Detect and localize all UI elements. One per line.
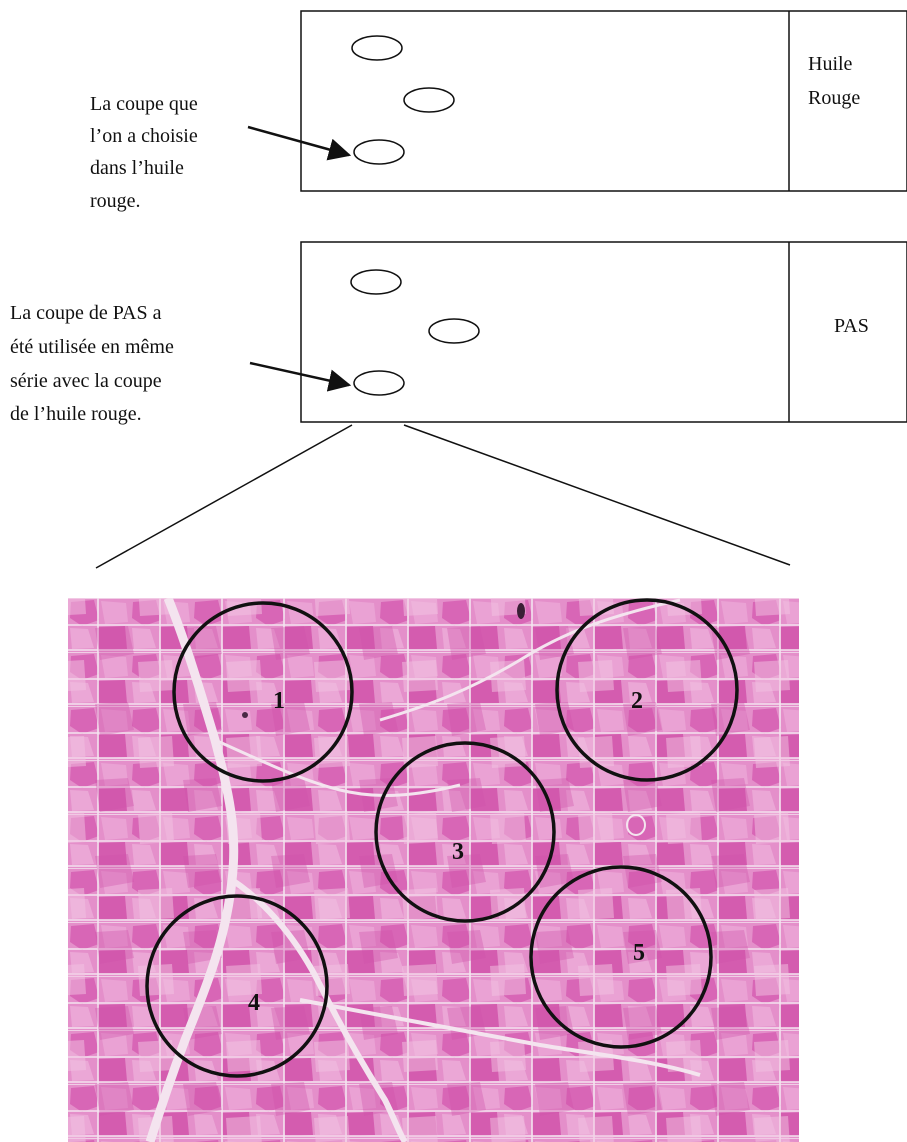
slide-frame — [300, 241, 907, 423]
artifact-spot — [517, 603, 525, 619]
tissue-section-oval-selected — [353, 370, 405, 396]
slide-side-label: Huile Rouge — [808, 53, 860, 109]
tissue-section-oval — [350, 269, 402, 295]
callout-line: de l’huile rouge. — [10, 403, 142, 425]
callout-line: dans l’huile — [90, 157, 184, 179]
slide-side-label-line: Huile — [808, 53, 853, 75]
region-1: 1 — [172, 601, 354, 783]
callout-arrow — [249, 361, 352, 392]
artifact-spot — [242, 712, 248, 718]
callout-huile-rouge: La coupe que l’on a choisie dans l’huile… — [90, 93, 352, 212]
connective-tissue-septum — [145, 598, 239, 1142]
callout-line: série avec la coupe — [10, 370, 162, 392]
region-3: 3 — [374, 741, 556, 923]
callout-line: La coupe que — [90, 93, 198, 115]
connective-tissue-septum — [379, 598, 681, 722]
slide-side-label-line: PAS — [834, 315, 869, 337]
tissue-section-oval-selected — [353, 139, 405, 165]
region-4: 4 — [145, 894, 329, 1078]
zoom-line-right — [403, 424, 791, 566]
slide-huile-rouge: Huile Rouge — [300, 10, 907, 192]
callout-pas: La coupe de PAS a été utilisée en même s… — [10, 302, 352, 425]
slide-pas: PAS — [300, 241, 907, 423]
callout-line: été utilisée en même — [10, 336, 174, 358]
slide-frame — [300, 10, 907, 192]
slide-side-label-line: Rouge — [808, 87, 860, 109]
connective-tissue-septum — [299, 998, 701, 1077]
region-circle — [145, 894, 329, 1078]
callout-arrow — [247, 125, 352, 161]
region-number: 2 — [631, 688, 643, 714]
region-number: 3 — [452, 839, 464, 865]
slide-side-label: PAS — [834, 315, 869, 337]
region-2: 2 — [555, 598, 739, 782]
region-number: 4 — [248, 990, 260, 1016]
connective-tissue-septum — [214, 738, 461, 797]
callout-line: l’on a choisie — [90, 125, 198, 147]
tissue-section-oval — [428, 318, 480, 344]
region-number: 1 — [273, 688, 285, 714]
region-circle — [374, 741, 556, 923]
vessel-outline — [626, 814, 646, 836]
connective-tissue-septum — [230, 877, 408, 1142]
pas-micrograph: 1 2 3 4 5 — [68, 598, 799, 1142]
region-circle — [529, 865, 713, 1049]
zoom-line-left — [95, 424, 353, 569]
region-circle — [555, 598, 739, 782]
region-circle — [172, 601, 354, 783]
tissue-section-oval — [351, 35, 403, 61]
callout-line: La coupe de PAS a — [10, 302, 162, 324]
callout-line: rouge. — [90, 190, 141, 212]
micrograph-texture — [68, 598, 799, 1142]
region-5: 5 — [529, 865, 713, 1049]
callout-text: La coupe de PAS a été utilisée en même s… — [10, 302, 179, 425]
callout-text: La coupe que l’on a choisie dans l’huile… — [90, 93, 203, 212]
tissue-section-oval — [403, 87, 455, 113]
region-number: 5 — [633, 940, 645, 966]
